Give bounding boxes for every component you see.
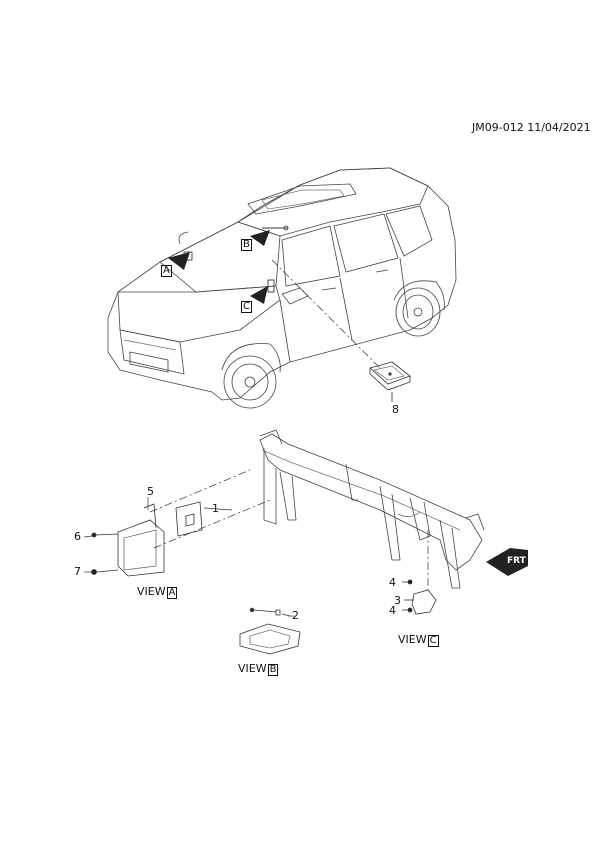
- view-c-assembly: [402, 579, 437, 615]
- view-arrow-c: [250, 279, 275, 304]
- view-b-assembly: [239, 607, 301, 655]
- module-8-shape: [369, 361, 411, 402]
- callout-7: 7: [74, 565, 81, 578]
- callout-1: 1: [212, 502, 219, 515]
- vehicle-outline: [107, 167, 457, 409]
- front-marker-label: FRT: [507, 556, 526, 566]
- view-marker-a: A: [161, 265, 172, 277]
- callout-3: 3: [394, 594, 401, 607]
- callout-5: 5: [147, 485, 154, 498]
- doc-code: JM09-012 11/04/2021: [472, 121, 591, 134]
- callout-4-lower: 4: [389, 604, 396, 617]
- view-arrow-b: [250, 225, 289, 246]
- view-a-assembly: [91, 501, 203, 577]
- view-marker-b: B: [241, 239, 252, 251]
- instrument-panel-beam: [259, 429, 485, 589]
- view-arrow-a: [168, 231, 193, 270]
- callout-4-upper: 4: [389, 576, 396, 589]
- callout-2: 2: [292, 609, 299, 622]
- callout-6: 6: [74, 530, 81, 543]
- front-arrow-icon: [486, 548, 528, 576]
- callout-8: 8: [392, 403, 399, 416]
- view-marker-c: C: [241, 301, 252, 313]
